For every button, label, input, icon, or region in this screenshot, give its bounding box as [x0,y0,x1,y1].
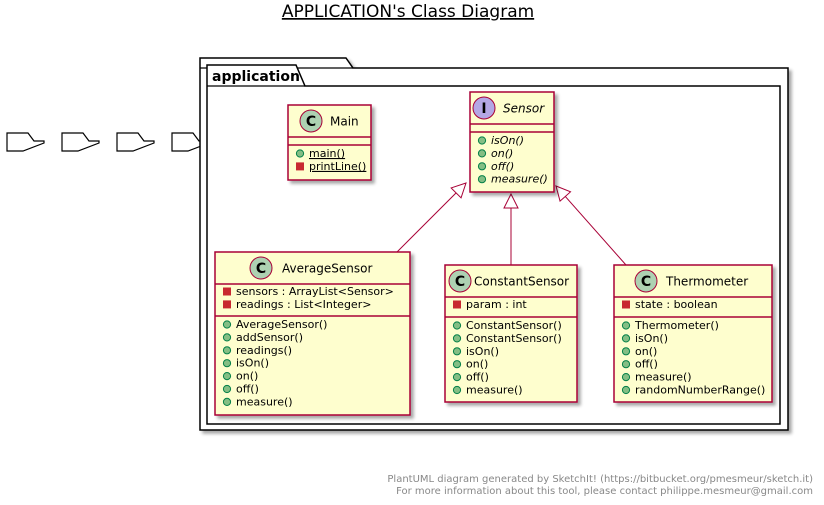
footer-generated-by: PlantUML diagram generated by SketchIt! … [387,474,813,485]
visibility-public-icon [621,334,631,343]
visibility-public-icon [621,321,631,330]
inheritance-average-to-sensor [396,182,467,253]
class-name: ConstantSensor [474,275,569,289]
method: off() [491,160,514,173]
visibility-public-icon [621,360,631,369]
method: measure() [236,395,293,408]
method: on() [236,370,258,383]
method: Thermometer() [634,319,719,332]
class-average: C AverageSensor sensors : ArrayList<Sensor… [214,251,411,416]
visibility-public-icon [477,149,487,158]
class-main: C Main main()printLine() [287,104,372,181]
visibility-public-icon [452,373,462,382]
class-constant: C ConstantSensor param : intConstantSensor… [444,264,578,403]
method: off() [236,383,259,396]
stereotype-letter: C [641,274,651,290]
package-stub-3 [116,132,155,152]
method: isOn() [236,357,269,370]
method: isOn() [635,332,668,345]
visibility-public-icon [477,175,487,184]
visibility-public-icon [222,397,232,406]
visibility-public-icon [222,359,232,368]
visibility-private-icon [223,300,231,309]
inheritance-arrows [396,182,627,266]
inheritance-arrowhead [450,182,467,199]
visibility-private-icon [453,300,461,309]
visibility-public-icon [452,360,462,369]
class-stereotype-icon [299,109,323,133]
field: param : int [466,298,527,311]
inheritance-thermo-to-sensor [555,185,627,266]
visibility-public-icon [452,385,462,395]
visibility-public-icon [222,384,232,394]
class-stereotype-icon [249,256,273,280]
method: ConstantSensor() [466,332,562,345]
inheritance-line [396,192,457,253]
field: readings : List<Integer> [236,298,371,311]
stereotype-letter: I [481,101,486,117]
visibility-public-icon [452,347,462,356]
visibility-public-icon [452,334,462,343]
package-stub-2 [61,132,100,152]
visibility-public-icon [477,162,487,171]
inheritance-line [564,196,627,266]
method: addSensor() [236,331,303,344]
interface-stereotype-icon [472,96,496,120]
method: AverageSensor() [236,318,327,331]
class-stereotype-icon [634,269,658,293]
visibility-private-icon [622,300,630,309]
stereotype-letter: C [306,114,316,130]
method: off() [635,358,658,371]
method: randomNumberRange() [635,384,765,397]
visibility-public-icon [295,149,305,158]
visibility-public-icon [621,385,631,395]
class-box [214,251,411,416]
diagram-title: APPLICATION's Class Diagram [282,2,534,22]
visibility-public-icon [452,321,462,330]
stereotype-letter: C [256,261,266,277]
visibility-public-icon [621,347,631,356]
method: on() [491,147,513,160]
footer-contact: For more information about this tool, pl… [396,486,813,497]
class-name: AverageSensor [282,262,372,276]
method: measure() [491,173,548,186]
method: isOn() [466,345,499,358]
class-sensor: I Sensor isOn()on()off()measure() [469,91,555,193]
class-name: Main [330,115,359,129]
inheritance-arrowhead [503,192,519,209]
inheritance-arrowhead [555,185,572,203]
visibility-public-icon [621,373,631,382]
method: readings() [236,344,292,357]
package-stub-1 [6,132,45,152]
method: measure() [466,384,523,397]
field: state : boolean [635,298,718,311]
visibility-public-icon [477,136,487,145]
visibility-public-icon [222,346,232,355]
method: isOn() [491,134,524,147]
visibility-public-icon [222,333,232,342]
method: printLine() [309,160,366,173]
method: ConstantSensor() [466,319,562,332]
method: measure() [635,371,692,384]
method: on() [635,345,657,358]
package-label: application [212,69,300,85]
stereotype-letter: C [455,274,465,290]
method: main() [309,147,345,160]
class-stereotype-icon [448,269,472,293]
visibility-public-icon [222,320,232,329]
visibility-private-icon [223,287,231,296]
method: off() [466,371,489,384]
class-thermo: C Thermometer state : booleanThermometer()… [613,264,773,403]
visibility-public-icon [222,372,232,381]
class-name: Sensor [503,102,545,116]
class-name: Thermometer [665,275,748,289]
visibility-private-icon [296,162,304,171]
field: sensors : ArrayList<Sensor> [236,285,394,298]
empty-package-stubs [6,132,210,152]
method: on() [466,358,488,371]
inheritance-constant-to-sensor [503,192,519,265]
